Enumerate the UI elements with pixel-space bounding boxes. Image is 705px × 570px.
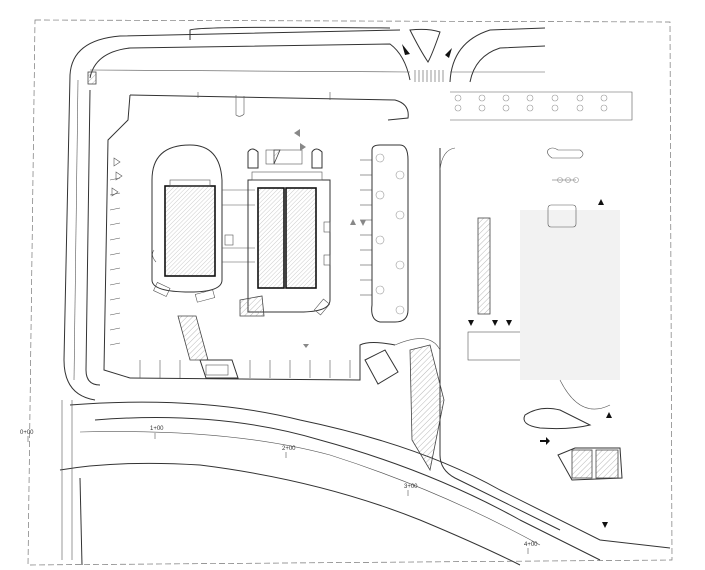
north-access-road [69, 26, 546, 85]
vehicles [153, 221, 331, 316]
main-roadway [59, 400, 671, 566]
pump-islands [247, 148, 323, 169]
south-entry-hatch [409, 344, 445, 472]
station-label-4: 4+00 [524, 542, 538, 548]
building-west [151, 144, 223, 293]
station-label-0: 0+00 [20, 430, 34, 436]
east-parcel [439, 147, 623, 531]
station-label-2: 2+00 [282, 446, 296, 452]
entrance-arrows [402, 44, 452, 58]
west-curb [63, 74, 101, 401]
station-label-3: 3+00 [404, 484, 418, 490]
planter-island [371, 144, 409, 323]
tree-symbols [111, 157, 123, 197]
station-label-1: 1+00 [150, 426, 164, 432]
drive-thru-lanes [222, 189, 255, 263]
building-east [239, 171, 331, 317]
property-boundary [27, 19, 673, 566]
bollard-rows [454, 94, 608, 183]
interior-arrows [294, 129, 366, 348]
station-ticks [27, 433, 529, 554]
dumpster-enclosures [177, 315, 399, 385]
parking-lot [103, 92, 409, 381]
